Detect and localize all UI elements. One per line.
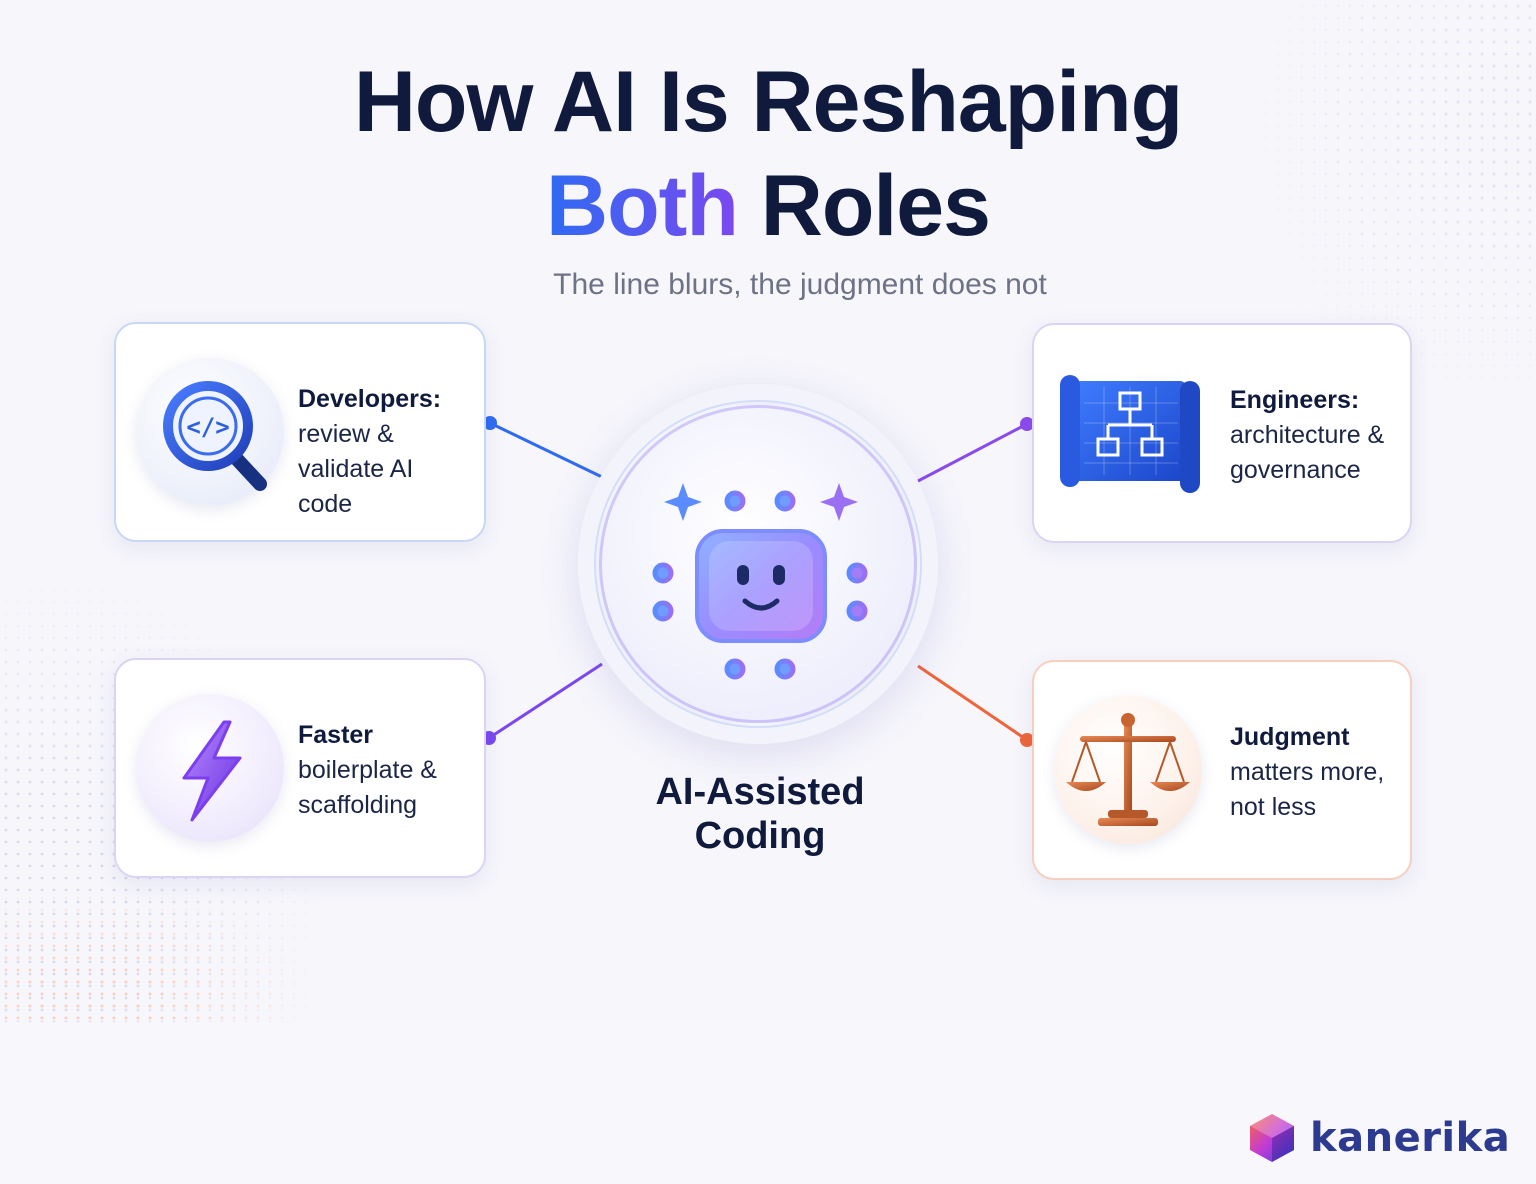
- kanerika-cube-logo-icon: [1250, 1114, 1294, 1162]
- card-developers-text: Developers: review & validate AI code: [298, 382, 474, 522]
- card-judgment-heading: Judgment: [1230, 723, 1350, 751]
- title-accent-word: Both: [546, 158, 739, 254]
- card-judgment-text: Judgment matters more, not less: [1230, 720, 1400, 825]
- connector-engineers: [917, 417, 1034, 483]
- card-faster-body-2: scaffolding: [298, 791, 418, 819]
- center-hub: [578, 384, 938, 744]
- connector-judgment: [917, 664, 1034, 747]
- card-faster-body-1: boilerplate &: [298, 756, 437, 784]
- card-engineers-text: Engineers: architecture & governance: [1230, 383, 1400, 488]
- connector-developers: [483, 416, 603, 479]
- title-line1: How AI Is Reshaping: [353, 54, 1183, 150]
- svg-text:</>: </>: [186, 413, 229, 441]
- center-label-line2: Coding: [694, 815, 826, 857]
- background-dots-warm: [0, 880, 320, 1030]
- card-developers-body-1: review &: [298, 420, 394, 448]
- subtitle: The line blurs, the judgment does not: [553, 268, 1047, 301]
- card-engineers-heading: Engineers:: [1230, 386, 1360, 414]
- balance-scale-icon: [1054, 696, 1202, 844]
- kanerika-logo: kanerika: [1246, 1110, 1510, 1166]
- card-judgment-body-1: matters more,: [1230, 758, 1385, 786]
- card-engineers-body-1: architecture &: [1230, 421, 1385, 449]
- title-line2: Both Roles: [0, 156, 1536, 256]
- card-judgment-body-2: not less: [1230, 793, 1317, 821]
- ai-chip-face-icon: [596, 402, 920, 726]
- code-magnifier-icon: </>: [136, 358, 284, 506]
- lightning-bolt-icon: [136, 694, 284, 842]
- card-faster-heading: Faster: [298, 721, 374, 749]
- card-developers-heading: Developers:: [298, 385, 442, 413]
- center-label: AI-Assisted Coding: [590, 770, 930, 858]
- card-faster-text: Faster boilerplate & scaffolding: [298, 718, 474, 823]
- card-developers: </> Developers: review & validate AI cod…: [114, 322, 486, 542]
- page-title: How AI Is Reshaping Both Roles: [0, 52, 1536, 256]
- card-engineers-body-2: governance: [1230, 456, 1361, 484]
- card-engineers: Engineers: architecture & governance: [1032, 323, 1412, 543]
- card-faster: Faster boilerplate & scaffolding: [114, 658, 486, 878]
- logo-text: kanerika: [1310, 1115, 1511, 1161]
- card-judgment: Judgment matters more, not less: [1032, 660, 1412, 880]
- title-line2-rest: Roles: [737, 158, 991, 254]
- connector-faster: [482, 662, 603, 745]
- blueprint-icon: [1054, 363, 1204, 503]
- center-label-line1: AI-Assisted: [655, 771, 865, 813]
- card-developers-body-2: validate AI code: [298, 455, 414, 518]
